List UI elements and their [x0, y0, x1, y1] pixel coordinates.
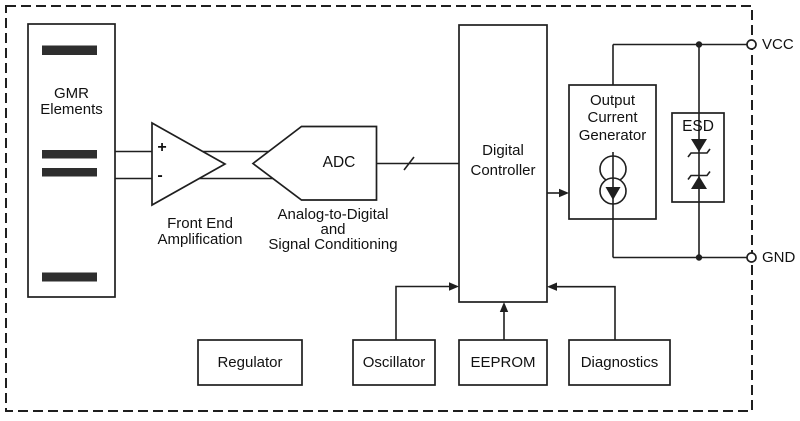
adc-caption-line2: and	[320, 221, 346, 238]
gnd-pin-label: GND	[762, 249, 796, 266]
gmr-bar	[42, 150, 97, 159]
dc-label-line2: Controller	[470, 161, 536, 179]
chip-boundary-dashed-border	[5, 5, 753, 412]
adc-caption-line1: Analog-to-Digital	[277, 206, 389, 223]
arrowhead	[559, 188, 569, 198]
junction-dot	[695, 41, 703, 48]
oscillator-label: Oscillator	[362, 354, 426, 371]
opamp-minus-input-label: -	[157, 167, 163, 184]
eeprom-box	[458, 339, 548, 386]
diagnostics-wire	[557, 285, 616, 340]
arrowhead	[449, 282, 459, 291]
gmr-label-line1: GMR	[54, 85, 89, 102]
regulator-label: Regulator	[217, 354, 283, 371]
front-end-amplification-label: Front End Amplification	[138, 216, 262, 248]
ocg-label-line1: Output	[589, 92, 636, 109]
vcc-terminal	[746, 39, 757, 50]
vcc-rail-wire	[612, 43, 747, 85]
gmr-label-line2: Elements	[40, 101, 103, 118]
adc-caption-line3: Signal Conditioning	[268, 236, 398, 253]
zener-bar-bottom-icon	[687, 171, 711, 180]
ocg-label-line2: Current	[587, 109, 638, 127]
gmr-elements-label: GMR Elements	[28, 86, 115, 118]
zener-bar-top-icon	[687, 148, 711, 158]
gmr-bar	[42, 168, 97, 177]
regulator-box	[197, 339, 303, 386]
current-direction-arrow-icon	[605, 187, 621, 200]
diagnostics-label: Diagnostics	[580, 354, 659, 371]
oscillator-box	[352, 339, 436, 386]
front-end-label-line2: Amplification	[157, 231, 243, 248]
gmr-elements-box	[27, 23, 116, 298]
zener-diode-bottom-icon	[691, 176, 707, 189]
eeprom-label: EEPROM	[470, 354, 536, 371]
digital-controller-label: Digital Controller	[459, 141, 547, 180]
arrowhead	[547, 282, 557, 291]
adc-label: ADC	[322, 154, 356, 171]
front-end-label-line1: Front End	[167, 215, 233, 232]
gnd-terminal	[746, 252, 757, 263]
ocg-label-line3: Generator	[578, 126, 647, 144]
gmr-bar	[42, 45, 97, 55]
vcc-pin-label: VCC	[762, 36, 794, 53]
opamp-triangle	[151, 121, 227, 207]
dc-label-line1: Digital	[482, 142, 524, 159]
arrowhead	[499, 302, 509, 312]
esd-label: ESD	[682, 118, 714, 135]
digital-controller-box	[458, 24, 548, 303]
oscillator-wire	[395, 285, 450, 340]
opamp-plus-input-label: +	[157, 139, 167, 156]
zener-diode-top-icon	[691, 139, 707, 152]
junction-dot	[695, 254, 703, 261]
gmr-bar	[42, 272, 97, 282]
bus-width-slash-icon	[403, 156, 415, 171]
adc-caption: Analog-to-Digital and Signal Conditionin…	[258, 207, 408, 252]
diagnostics-box	[568, 339, 671, 386]
output-current-generator-label: Output Current Generator	[569, 92, 656, 144]
